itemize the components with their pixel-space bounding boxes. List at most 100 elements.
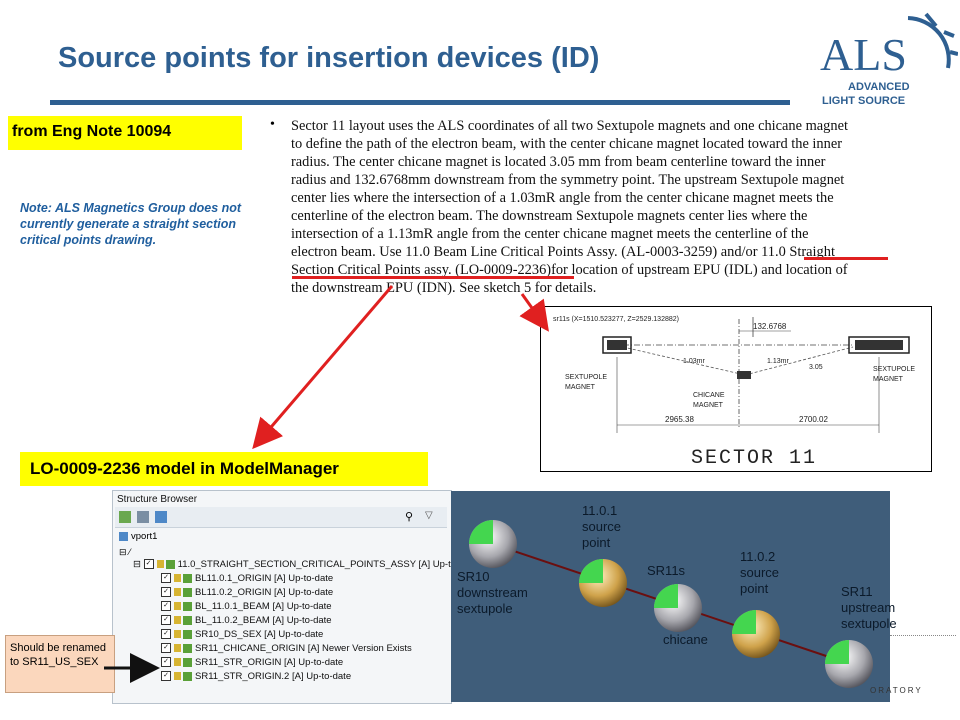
paragraph-line: radius. The center chicane magnet is loc…	[291, 154, 826, 170]
checkbox-icon[interactable]: ✓	[161, 629, 171, 640]
magnetics-note: Note: ALS Magnetics Group does not curre…	[20, 201, 242, 247]
checkbox-icon[interactable]: ✓	[161, 601, 171, 612]
checkbox-icon[interactable]: ✓	[161, 671, 171, 682]
title-underline	[50, 100, 790, 105]
sphere-sr11s	[654, 584, 702, 632]
tree-icon[interactable]	[119, 511, 131, 523]
tree-item[interactable]: ✓ BL_11.0.1_BEAM [A] Up-to-date	[161, 601, 332, 613]
part-icon	[183, 671, 192, 681]
paragraph-line: Section Critical Points assy. (LO-0009-2…	[291, 262, 848, 278]
sketch-left-magnet: SEXTUPOLE	[565, 374, 607, 381]
tree-item[interactable]: ✓ SR10_DS_SEX [A] Up-to-date	[161, 629, 323, 641]
checkbox-icon[interactable]: ✓	[161, 615, 171, 626]
tree-item[interactable]: ✓BL11.0.2_ORIGIN [A] Up-to-date	[161, 587, 333, 599]
footer-text: ORATORY	[870, 686, 923, 695]
browser-toolbar: ⚲ ▽	[115, 507, 447, 528]
lock-icon	[174, 588, 181, 597]
label-source-2: 11.0.2 source point	[740, 549, 780, 596]
lock-icon	[174, 602, 181, 611]
sketch-angle-right: 1.13mr	[767, 358, 789, 365]
tree-item-label: SR10_DS_SEX [A] Up-to-date	[195, 629, 324, 640]
arrow-to-sketch	[519, 293, 549, 332]
lock-icon	[156, 560, 164, 569]
tree-item-label: BL_11.0.1_BEAM [A] Up-to-date	[195, 601, 332, 612]
tree-item[interactable]: ✓ SR11_STR_ORIGIN [A] Up-to-date	[161, 657, 343, 669]
expander-icon[interactable]: ⊟ ⁄	[119, 547, 131, 557]
logo-line2: LIGHT SOURCE	[822, 95, 905, 107]
part-icon	[183, 629, 192, 639]
paragraph-line: center lies where the intersection of a …	[291, 190, 834, 206]
sketch-angle-left: 1.03mr	[683, 358, 705, 365]
tree-item[interactable]: ✓ BL_11.0.2_BEAM [A] Up-to-date	[161, 615, 332, 627]
view-icon[interactable]	[137, 511, 149, 523]
label-chicane: chicane	[663, 632, 708, 647]
eng-note-label: from Eng Note 10094	[12, 123, 172, 140]
underline-mark	[292, 276, 574, 279]
sphere-src2	[732, 610, 780, 658]
tree-root-label: 11.0_STRAIGHT_SECTION_CRITICAL_POINTS_AS…	[177, 559, 478, 570]
sphere-sr11	[825, 640, 873, 688]
dotted-leader	[890, 635, 956, 636]
checkbox-icon[interactable]: ✓	[161, 643, 171, 654]
lock-icon	[174, 630, 181, 639]
logo-line1: ADVANCED	[848, 81, 910, 93]
part-icon	[183, 601, 192, 611]
viewport-row[interactable]: vport1	[119, 531, 157, 542]
lo-label-highlight	[20, 452, 428, 486]
paragraph-line: intersection of a 1.13mR angle from the …	[291, 226, 809, 242]
tree-item-label: SR11_STR_ORIGIN [A] Up-to-date	[195, 657, 344, 668]
paragraph-line: centerline of the electron beam. The dow…	[291, 208, 808, 224]
eng-note-highlight	[8, 116, 242, 150]
checkbox-icon[interactable]: ✓	[143, 559, 154, 570]
logo-main-text: ALS	[820, 29, 907, 80]
structure-browser-panel: Structure Browser ⚲ ▽ vport1 ⊟ ⁄ ⊟ ✓ 11.0…	[112, 490, 478, 704]
tree-item-label: SR11_CHICANE_ORIGIN [A] Newer Version Ex…	[195, 643, 412, 654]
filter-icon[interactable]	[155, 511, 167, 523]
sketch-right-magnet: MAGNET	[873, 376, 904, 383]
assembly-icon	[165, 559, 175, 569]
lock-icon	[174, 644, 181, 653]
sphere-sr10	[469, 520, 517, 568]
paragraph-line: electron beam. Use 11.0 Beam Line Critic…	[291, 244, 835, 260]
tree-item[interactable]: ✓ SR11_CHICANE_ORIGIN [A] Newer Version E…	[161, 643, 412, 655]
paragraph-line: to define the path of the electron beam,…	[291, 136, 843, 152]
rename-note-box	[5, 635, 115, 693]
viewport-icon	[119, 531, 128, 541]
part-icon	[183, 587, 192, 597]
binoculars-icon[interactable]: ⚲	[405, 511, 414, 523]
sketch-center-magnet: CHICANE	[693, 392, 725, 399]
lock-icon	[174, 574, 181, 583]
browser-title: Structure Browser	[117, 494, 198, 505]
part-icon	[183, 657, 192, 667]
sketch-header: sr11s (X=1510.523277, Z=2529.132882)	[553, 316, 679, 323]
checkbox-icon[interactable]: ✓	[161, 573, 171, 584]
funnel-icon[interactable]: ▽	[425, 510, 433, 521]
sketch-center-magnet: MAGNET	[693, 402, 724, 409]
sector-sketch: sr11s (X=1510.523277, Z=2529.132882) 132…	[540, 306, 932, 472]
rename-note: Should be renamed to SR11_US_SEX	[10, 642, 107, 668]
lock-icon	[174, 672, 181, 681]
tree-item[interactable]: ✓SR11_STR_ORIGIN.2 [A] Up-to-date	[161, 671, 351, 683]
tree-item-label: BL_11.0.2_BEAM [A] Up-to-date	[195, 615, 332, 626]
label-sr11: SR11 upstream sextupole	[841, 584, 897, 631]
lock-icon	[174, 658, 181, 667]
sketch-dim-right: 2700.02	[799, 415, 828, 424]
sketch-left-magnet: MAGNET	[565, 384, 596, 391]
tree-root[interactable]: ⊟ ✓ 11.0_STRAIGHT_SECTION_CRITICAL_POINTS…	[133, 559, 478, 571]
tree-item[interactable]: ✓BL11.0.1_ORIGIN [A] Up-to-date	[161, 573, 333, 585]
sketch-dim-left: 2965.38	[665, 415, 694, 424]
paragraph-line: Sector 11 layout uses the ALS coordinate…	[291, 118, 848, 134]
viewport-label: vport1	[131, 531, 158, 542]
sketch-offset: 3.05	[809, 364, 823, 371]
model-viewport[interactable]: SR10 downstream sextupole 11.0.1 source …	[451, 491, 897, 702]
underline-mark	[804, 257, 888, 260]
arrow-to-model	[252, 285, 394, 450]
expander-icon[interactable]: ⊟	[133, 559, 141, 570]
checkbox-icon[interactable]: ✓	[161, 657, 171, 668]
sketch-right-magnet: SEXTUPOLE	[873, 366, 915, 373]
checkbox-icon[interactable]: ✓	[161, 587, 171, 598]
label-sr11s: SR11s	[647, 563, 686, 578]
part-icon	[183, 573, 192, 583]
sketch-caption: SECTOR 11	[691, 447, 817, 470]
